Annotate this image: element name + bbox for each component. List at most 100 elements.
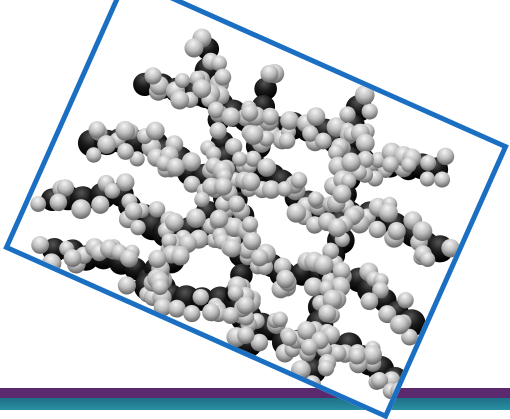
hydrogen-atom: [260, 64, 279, 83]
hydrogen-atom: [322, 289, 343, 310]
hydrogen-atom: [171, 247, 190, 266]
hydrogen-atom: [167, 299, 186, 318]
hydrogen-atom: [378, 305, 397, 324]
hydrogen-atom: [209, 122, 227, 140]
hydrogen-atom: [318, 304, 337, 323]
hydrogen-atom: [242, 231, 262, 251]
hydrogen-atom: [241, 172, 261, 192]
hydrogen-atom: [372, 281, 389, 299]
hydrogen-atom: [222, 306, 240, 324]
hydrogen-atom: [181, 152, 201, 172]
hydrogen-atom: [303, 277, 323, 297]
hydrogen-atom: [148, 200, 166, 218]
hydrogen-atom: [281, 330, 298, 347]
hydrogen-atom: [378, 203, 398, 223]
hydrogen-atom: [313, 255, 334, 275]
hydrogen-atom: [148, 249, 167, 268]
hydrogen-atom: [276, 269, 295, 289]
hydrogen-atom: [401, 328, 418, 346]
hydrogen-atom: [88, 121, 106, 139]
hydrogen-atom: [419, 171, 435, 187]
hydrogen-atom: [207, 101, 225, 119]
hydrogen-atom: [390, 314, 410, 335]
hydrogen-atom: [420, 251, 436, 268]
hydrogen-atom: [397, 292, 414, 309]
hydrogen-atom: [165, 212, 184, 232]
hydrogen-atom: [278, 132, 296, 150]
hydrogen-atom: [348, 347, 366, 365]
hydrogen-atom: [71, 199, 92, 220]
hydrogen-atom: [56, 179, 75, 197]
hydrogen-atom: [205, 146, 222, 162]
hydrogen-atom: [257, 157, 277, 177]
hydrogen-atom: [91, 195, 110, 214]
hydrogen-atom: [117, 276, 136, 295]
hydrogen-atom: [31, 236, 50, 254]
hydrogen-atom: [300, 338, 318, 356]
hydrogen-atom: [209, 209, 229, 229]
hydrogen-atom: [227, 285, 244, 302]
hydrogen-atom: [241, 216, 259, 233]
hydrogen-atom: [314, 132, 332, 150]
hydrogen-atom: [183, 304, 201, 323]
hydrogen-atom: [354, 85, 375, 105]
hydrogen-atom: [241, 104, 259, 122]
hydrogen-atom: [362, 345, 383, 365]
hydrogen-atom: [146, 121, 165, 141]
hydrogen-atom: [328, 144, 344, 161]
hydrogen-atom: [232, 151, 248, 167]
hydrogen-atom: [130, 219, 146, 236]
hydrogen-atom: [236, 296, 255, 315]
hydrogen-atom: [290, 171, 308, 189]
bottom-stripe-purple: [0, 388, 510, 398]
hydrogen-atom: [186, 208, 206, 228]
hydrogen-atom: [224, 137, 243, 156]
hydrogen-atom: [129, 151, 145, 167]
carbon-atom: [254, 77, 277, 101]
hydrogen-atom: [63, 249, 82, 268]
hydrogen-atom: [306, 107, 326, 126]
hydrogen-atom: [166, 157, 186, 177]
hydrogen-atom: [228, 195, 246, 213]
hydrogen-atom: [211, 55, 227, 72]
hydrogen-atom: [339, 106, 356, 123]
hydrogen-atom: [412, 221, 433, 242]
hydrogen-atom: [356, 150, 374, 168]
hydrogen-atom: [192, 288, 209, 306]
hydrogen-atom: [302, 125, 319, 142]
hydrogen-atom: [327, 218, 347, 238]
hydrogen-atom: [317, 359, 335, 377]
hydrogen-atom: [441, 238, 460, 258]
hydrogen-atom: [341, 173, 357, 189]
hydrogen-atom: [183, 175, 201, 193]
hydrogen-atom: [261, 180, 281, 199]
rotated-photo-frame: [3, 0, 509, 419]
hydrogen-atom: [434, 171, 451, 188]
hydrogen-atom: [360, 292, 379, 311]
hydrogen-atom: [194, 191, 210, 208]
hydrogen-atom: [322, 242, 340, 260]
hydrogen-atom: [401, 157, 417, 173]
hydrogen-atom: [245, 150, 262, 167]
hydrogen-atom: [297, 321, 317, 341]
hydrogen-atom: [262, 108, 279, 126]
hydrogen-atom: [202, 303, 221, 322]
hydrogen-atom: [250, 248, 269, 267]
hydrogen-atom: [223, 239, 242, 258]
hydrogen-atom: [243, 125, 264, 145]
hydrogen-atom: [115, 120, 136, 141]
hydrogen-atom: [153, 298, 172, 317]
hydrogen-atom: [120, 249, 139, 268]
hydrogen-atom: [436, 147, 455, 166]
hydrogen-atom: [116, 173, 135, 192]
hydrogen-atom: [250, 333, 269, 352]
hydrogen-atom: [30, 196, 47, 212]
hydrogen-atom: [49, 193, 68, 212]
hydrogen-atom: [214, 177, 233, 196]
hydrogen-atom: [97, 135, 117, 154]
hydrogen-atom: [286, 203, 307, 223]
hydrogen-atom: [272, 311, 288, 328]
hydrogen-atom: [86, 147, 102, 163]
hydrogen-atom: [170, 90, 190, 110]
hydrogen-atom: [124, 202, 143, 221]
